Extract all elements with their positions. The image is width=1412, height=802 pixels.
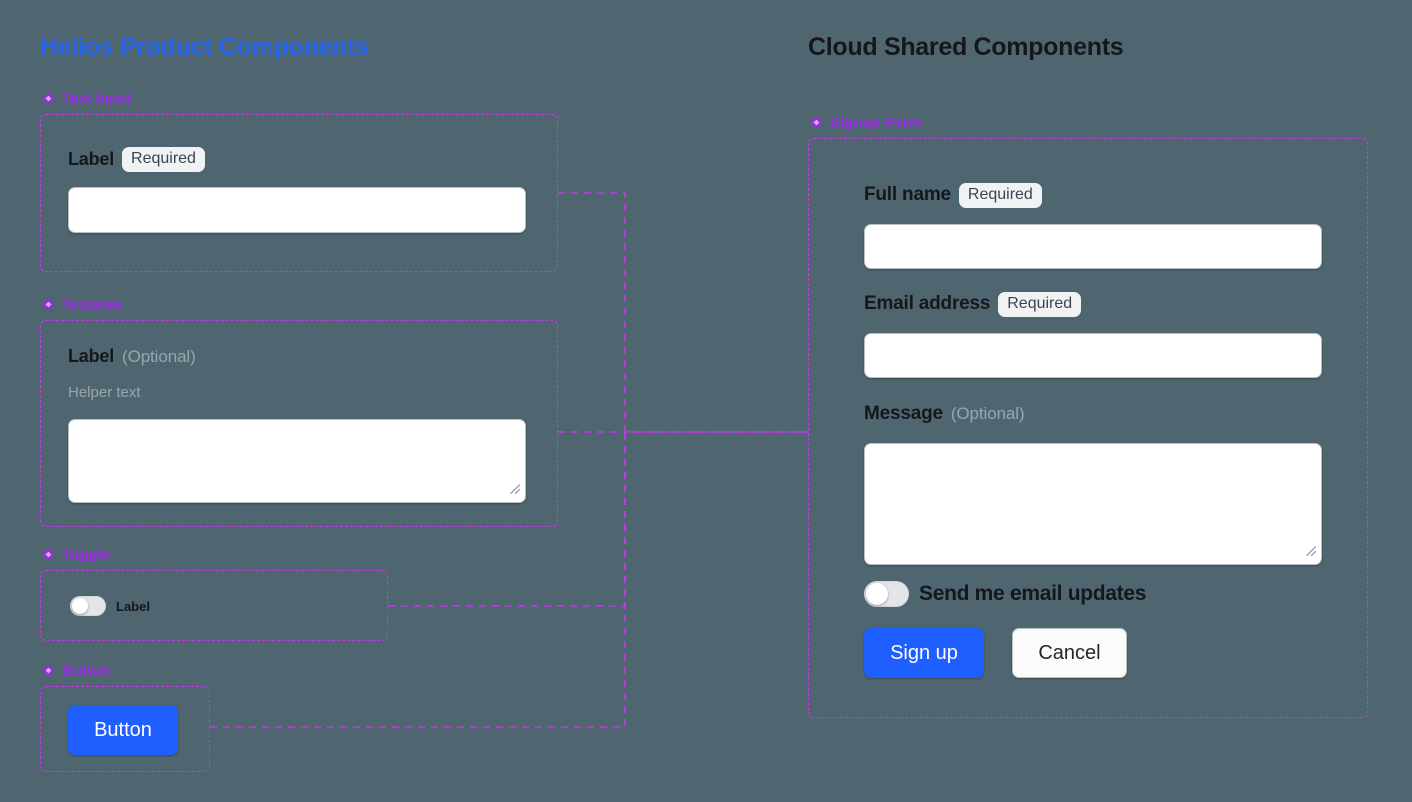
form-actions: Sign up Cancel — [864, 628, 1127, 678]
textarea-field[interactable] — [68, 419, 526, 503]
section-label-text: Toggle — [62, 546, 110, 563]
component-frame-textarea: Label (Optional) Helper text — [40, 320, 558, 527]
page-title-left: Helios Product Components — [40, 33, 369, 61]
diamond-icon — [42, 548, 55, 561]
section-label-toggle: Toggle — [42, 546, 110, 563]
text-input-field[interactable] — [68, 187, 526, 233]
section-label-button: Button — [42, 662, 110, 679]
section-label-text: Textarea — [62, 296, 122, 313]
section-label-text: Button — [62, 662, 110, 679]
required-badge: Required — [958, 183, 1042, 208]
toggle-label: Label — [116, 598, 150, 614]
full-name-label-row: Full name Required — [864, 183, 1042, 208]
message-label-row: Message (Optional) — [864, 403, 1025, 425]
component-frame-button: Button — [40, 686, 210, 772]
full-name-label: Full name — [864, 184, 951, 206]
section-label-signup-form: Signup Form — [810, 114, 921, 131]
section-label-text: Text Input — [62, 90, 132, 107]
diamond-icon — [42, 664, 55, 677]
diamond-icon — [810, 116, 823, 129]
email-updates-label: Send me email updates — [919, 582, 1147, 605]
component-frame-signup-form: Full name Required Email address Require… — [808, 138, 1368, 718]
section-label-text-input: Text Input — [42, 90, 132, 107]
email-input[interactable] — [864, 333, 1322, 378]
required-badge: Required — [998, 292, 1082, 317]
textarea-label: Label — [68, 346, 115, 366]
toggle-switch[interactable] — [70, 596, 106, 616]
toggle-row: Label — [70, 596, 150, 616]
page-title-right: Cloud Shared Components — [808, 33, 1124, 61]
section-label-textarea: Textarea — [42, 296, 122, 313]
sign-up-button[interactable]: Sign up — [864, 628, 984, 678]
required-badge: Required — [122, 147, 205, 172]
textarea-wrapper — [68, 419, 526, 503]
component-frame-toggle: Label — [40, 570, 388, 641]
message-textarea[interactable] — [864, 443, 1322, 565]
diamond-icon — [42, 92, 55, 105]
optional-tag: (Optional) — [950, 404, 1025, 423]
message-label: Message — [864, 403, 943, 424]
cancel-button[interactable]: Cancel — [1012, 628, 1127, 678]
message-wrapper — [864, 443, 1322, 565]
component-frame-text-input: Label Required — [40, 114, 558, 272]
email-label: Email address — [864, 293, 991, 315]
full-name-input[interactable] — [864, 224, 1322, 269]
diamond-icon — [42, 298, 55, 311]
demo-button[interactable]: Button — [68, 705, 178, 755]
email-label-row: Email address Required — [864, 292, 1082, 317]
section-label-text: Signup Form — [830, 114, 922, 131]
textarea-helper-text: Helper text — [68, 384, 141, 401]
optional-tag: (Optional) — [122, 346, 196, 366]
toggle-knob — [866, 583, 888, 605]
textarea-label-row: Label (Optional) — [68, 346, 196, 367]
email-updates-toggle[interactable] — [864, 581, 909, 607]
text-input-label: Label — [68, 148, 115, 169]
text-input-label-row: Label Required — [68, 147, 205, 172]
email-updates-toggle-row: Send me email updates — [864, 581, 1146, 607]
toggle-knob — [72, 598, 88, 614]
